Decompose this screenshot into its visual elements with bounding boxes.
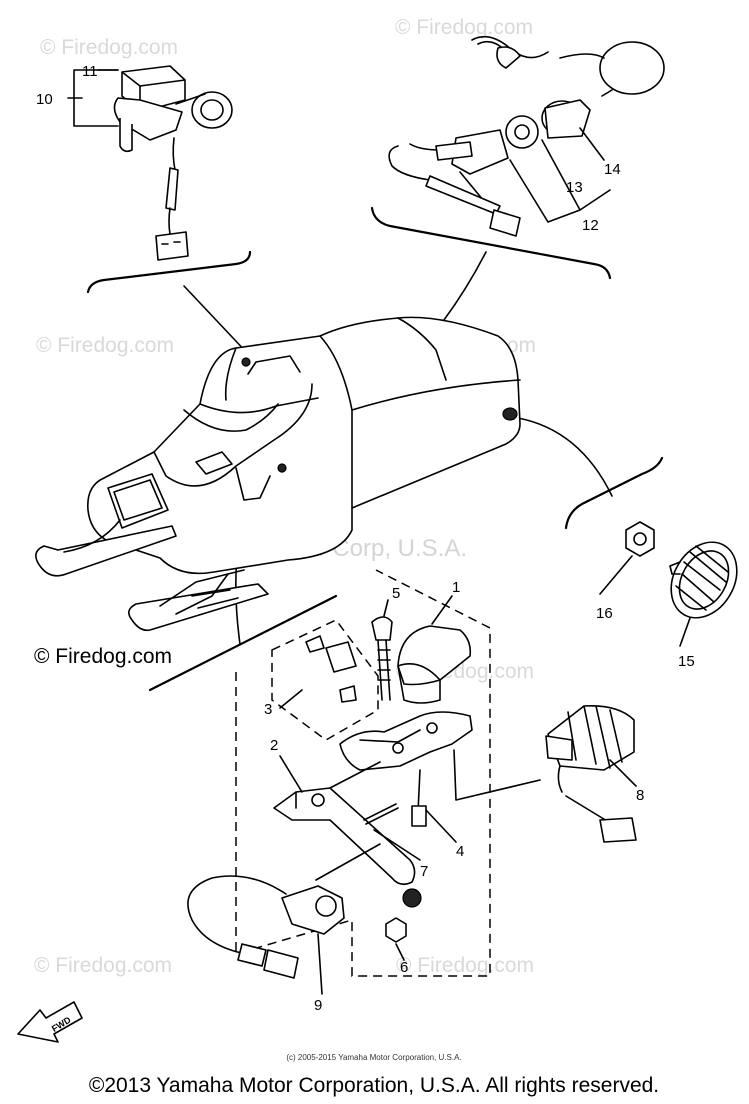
callout-14: 14 [604,161,621,178]
dashed-box-assembly-1 [235,569,491,977]
copyright-small: (c) 2005-2015 Yamaha Motor Corporation, … [286,1053,461,1062]
callout-9: 9 [314,997,322,1014]
watermark-firedog: © Firedog.com [36,334,174,357]
leader-2 [279,755,303,793]
watermark-firedog: © Firedog.com [34,954,172,977]
leader-6 [395,943,405,961]
leader-7 [315,829,421,881]
callout-16: 16 [596,605,613,622]
copyright-main: ©2013 Yamaha Motor Corporation, U.S.A. A… [89,1074,659,1097]
callout-6: 6 [400,959,408,976]
throttle-assembly-illustration [187,521,738,979]
callout-3: 3 [264,701,272,718]
callout-12: 12 [582,217,599,234]
snowmobile-illustration [35,316,521,632]
callout-1: 1 [452,579,460,596]
leader-8 [609,759,637,787]
leader-14 [579,127,605,161]
brace-lower [148,594,338,692]
watermark-firedog-dark: © Firedog.com [34,645,172,668]
leader-1 [431,595,453,625]
callout-8: 8 [636,787,644,804]
callout-15: 15 [678,653,695,670]
brace-right [370,206,612,280]
callout-2: 2 [270,737,278,754]
watermark-firedog: © Firedog.com [396,954,534,977]
callout-7: 7 [420,863,428,880]
callout-13: 13 [566,179,583,196]
watermark-firedog: © Firedog.com [395,16,533,39]
dashed-box-assembly-3 [271,619,379,741]
callout-10: 10 [36,91,53,108]
callout-11: 11 [82,63,98,80]
leader-5 [383,599,389,617]
arrow-relay [183,285,251,357]
callout-5: 5 [392,585,400,602]
fwd-arrow-icon: FWD [17,1001,83,1043]
leader-16 [599,555,633,595]
key-switch-illustration [388,35,665,237]
leader-15 [679,617,691,647]
brace-left [86,250,252,294]
brace-taillight [564,456,664,530]
relay-assembly-illustration [67,65,233,261]
arrow-taillight [517,417,613,497]
leader-12-13 [509,139,611,223]
leader-3 [279,689,303,709]
leader-4 [425,809,457,843]
watermark-firedog: © Firedog.com [40,36,178,59]
callout-4: 4 [456,843,464,860]
leader-9 [317,933,323,995]
